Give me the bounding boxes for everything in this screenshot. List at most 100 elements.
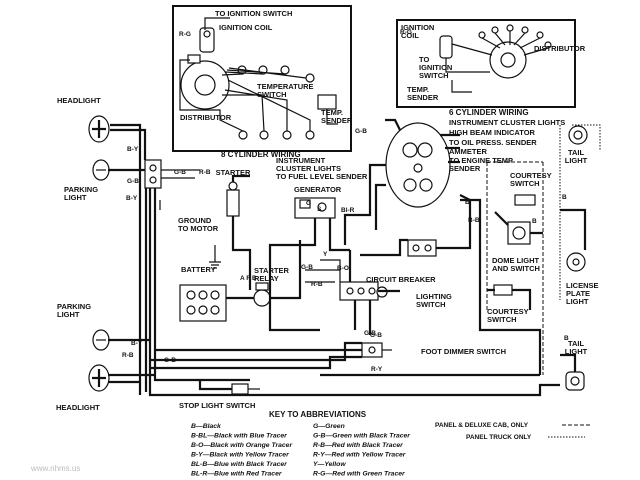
label-headlight-top: HEADLIGHT — [57, 96, 101, 105]
label-to-oil-press-sender: TO OIL PRESS. SENDER — [449, 138, 537, 147]
wire-tag: G-B — [370, 332, 382, 339]
key-entry-left: BL-B—Blue with Black Tracer — [191, 461, 287, 468]
lighting-switch — [339, 281, 388, 301]
v8-ignition-coil — [199, 27, 215, 53]
battery — [179, 284, 227, 322]
key-entry-left: B-Y—Black with Yellow Tracer — [191, 452, 289, 459]
label-v8-to-ignition-switch: TO IGNITION SWITCH — [215, 9, 292, 18]
key-entry-left: B-O—Black with Orange Tracer — [191, 442, 292, 449]
wire-tag: B-Bl — [468, 217, 482, 224]
wire-tag: Y — [323, 251, 328, 258]
headlight-left-top — [88, 115, 110, 143]
starter-motor — [226, 181, 240, 217]
wire-tag: B-O — [337, 265, 349, 272]
key-entry-left: BL-R—Blue with Red Tracer — [191, 471, 282, 478]
label-battery: BATTERY — [181, 265, 216, 274]
generator — [294, 197, 336, 219]
label-circuit-breaker: CIRCUIT BREAKER — [366, 275, 436, 284]
key-entry-left: B—Black — [191, 423, 222, 430]
v6-inset-box — [396, 19, 576, 108]
instrument-cluster — [385, 122, 451, 208]
wire-tag: R-B — [311, 281, 323, 288]
label-ammeter: AMMETER — [449, 147, 487, 156]
label-v8-temp-sender: TEMP.SENDER — [321, 108, 353, 125]
headlight-left-bottom — [88, 364, 110, 392]
v8-spark-plugs — [237, 65, 315, 140]
wire-tag: B-Y — [126, 195, 138, 202]
label-v6-distributor: DISTRIBUTOR — [534, 44, 586, 53]
key-entry-left: B-BL—Black with Blue Tracer — [191, 433, 287, 440]
courtesy-switch-top — [514, 194, 536, 206]
label-generator: GENERATOR — [294, 185, 342, 194]
foot-dimmer-switch — [361, 342, 392, 358]
parking-light-left-bottom — [92, 329, 110, 351]
key-entry-right: R-G—Red with Green Tracer — [313, 471, 405, 478]
key-entry-right: G—Green — [313, 423, 345, 430]
wire-tag: B — [532, 218, 537, 225]
wire-tag: B — [562, 194, 567, 201]
label-v6-temp-sender: TEMP.SENDER — [407, 85, 439, 102]
wire-tag: R-Y — [371, 366, 383, 373]
parking-light-left-top — [92, 159, 110, 181]
v8-temperature-switch — [317, 94, 338, 125]
wire-tag: R-G — [400, 29, 412, 36]
wire-tag: B-Y — [127, 146, 139, 153]
label-v8-ignition-coil: IGNITION COIL — [219, 23, 273, 32]
key-title: KEY TO ABBREVIATIONS — [269, 410, 367, 419]
dome-light — [507, 221, 531, 245]
label-v8-distributor: DISTRIBUTOR — [180, 113, 232, 122]
label-stop-light-switch: STOP LIGHT SWITCH — [179, 401, 255, 410]
wire-tag: G-B — [174, 169, 186, 176]
wire-tag: G-B — [364, 330, 376, 337]
key-entry-right: G-B—Green with Black Tracer — [313, 433, 410, 440]
v8-distributor — [180, 54, 230, 110]
label-high-beam-indicator: HIGH BEAM INDICATOR — [449, 128, 536, 137]
label-v6-instrument-cluster-lights: INSTRUMENT CLUSTER LIGHTS — [449, 118, 565, 127]
label-headlight-bottom: HEADLIGHT — [56, 403, 100, 412]
wire-tag: G-B — [164, 357, 176, 364]
wire-tag: A F B — [240, 275, 257, 282]
key-entry-right: R-Y—Red with Yellow Tracer — [313, 452, 406, 459]
label-foot-dimmer-switch: FOOT DIMMER SWITCH — [421, 347, 506, 356]
wire-tag: B — [465, 199, 470, 206]
label-v6-title: 6 CYLINDER WIRING — [449, 108, 529, 117]
key-entry-right: R-B—Red with Black Tracer — [313, 442, 403, 449]
tail-light-top — [568, 125, 588, 145]
v6-ignition-coil — [439, 35, 453, 59]
license-plate-light — [566, 252, 586, 272]
courtesy-switch-bottom — [493, 284, 513, 296]
wire-tag: R-B — [199, 169, 211, 176]
legend-panel-truck: PANEL TRUCK ONLY — [466, 434, 532, 441]
key-entry-right: Y—Yellow — [313, 461, 346, 468]
legend-panel-deluxe: PANEL & DELUXE CAB, ONLY — [435, 422, 529, 429]
wire-tag: R-G — [179, 31, 191, 38]
tail-light-bottom — [565, 371, 585, 391]
v8-inset-box — [172, 5, 352, 152]
ground-to-motor — [209, 245, 221, 269]
horn-junction — [144, 159, 162, 189]
wire-tag: G-B — [355, 128, 367, 135]
circuit-breaker — [407, 239, 437, 257]
label-v8-title: 8 CYLINDER WIRING — [221, 150, 301, 159]
wire-tag: B — [564, 335, 569, 342]
starter-relay — [253, 282, 271, 307]
stop-light-switch — [231, 383, 260, 395]
wire-tag: Bl-R — [341, 207, 355, 214]
